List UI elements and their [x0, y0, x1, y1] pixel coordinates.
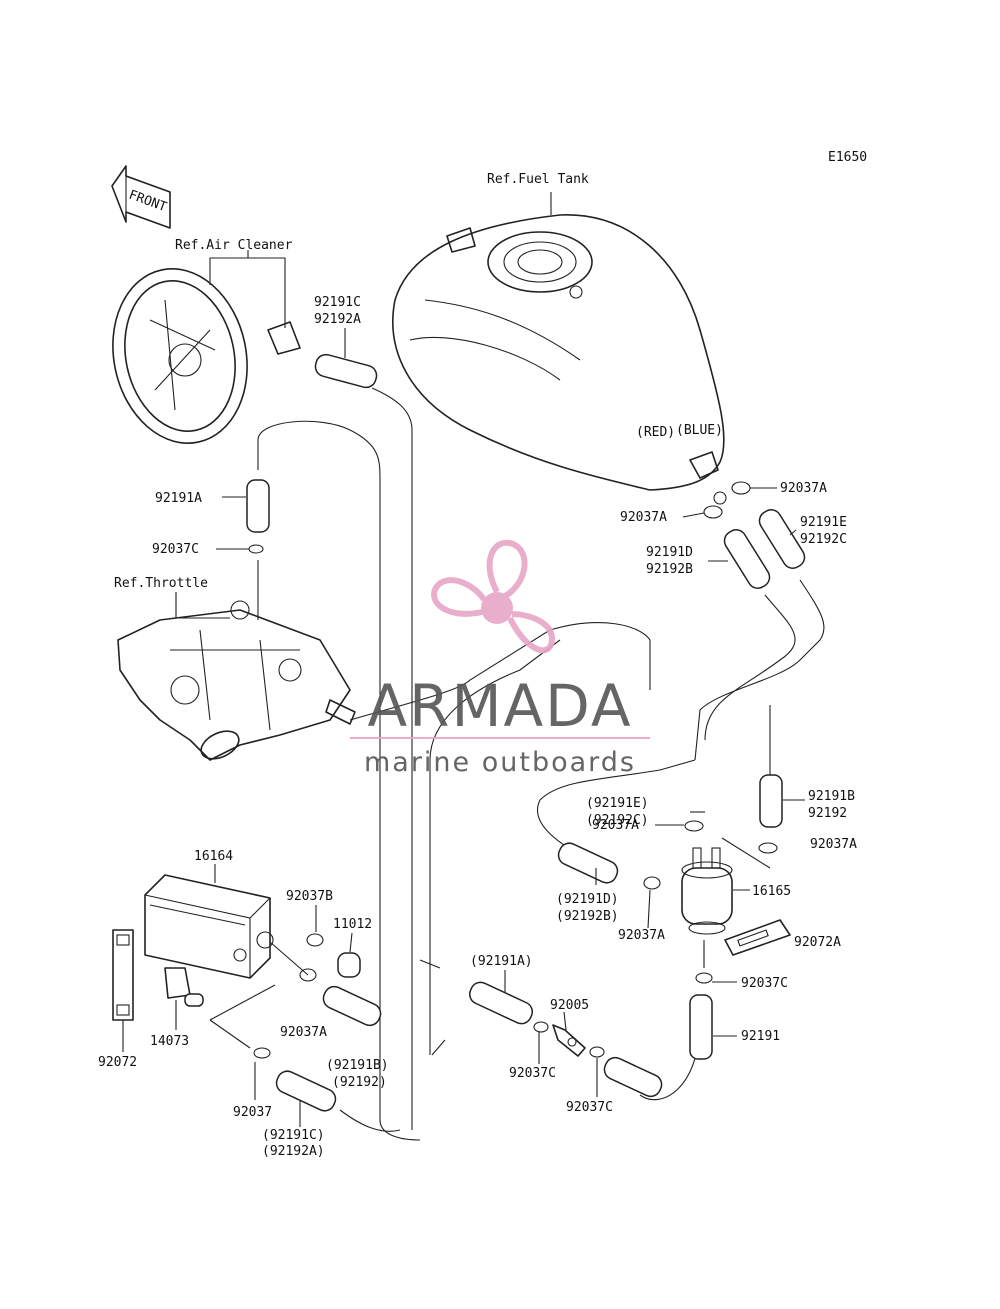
label-92037C-low: 92037C — [509, 1066, 556, 1081]
label-92037A-pump: 92037A — [618, 928, 665, 943]
label-92191B-paren: (92191B) — [326, 1058, 389, 1073]
label-92192C: 92192C — [800, 532, 847, 547]
label-14073: 14073 — [150, 1034, 189, 1049]
label-92191D: 92191D — [646, 545, 693, 560]
label-16164: 16164 — [194, 849, 233, 864]
label-92192C-paren: (92192C) — [586, 813, 649, 828]
air-cleaner — [112, 268, 301, 444]
ref-air-cleaner: Ref.Air Cleaner — [175, 238, 293, 253]
label-16165: 16165 — [752, 884, 791, 899]
label-92072: 92072 — [98, 1055, 137, 1070]
throttle-body — [117, 600, 356, 761]
label-92191E: 92191E — [800, 515, 847, 530]
front-label: FRONT — [127, 188, 169, 216]
label-92191A-paren: (92191A) — [470, 954, 533, 969]
label-92192: 92192 — [808, 806, 847, 821]
pump-bracket — [724, 919, 791, 956]
fuel-pump — [681, 847, 733, 935]
armada-watermark: ARMADA marine outboards — [350, 539, 650, 778]
label-92037: 92037 — [233, 1105, 272, 1120]
canister-valve — [164, 967, 204, 1007]
label-92037A-tank-right: 92037A — [780, 481, 827, 496]
tag-blue: (BLUE) — [676, 423, 723, 438]
front-arrow-icon: FRONT — [111, 165, 171, 229]
label-92192B: 92192B — [646, 562, 693, 577]
label-92191: 92191 — [741, 1029, 780, 1044]
label-92191E-paren: (92191E) — [586, 796, 649, 811]
diagram-code: E1650 — [828, 150, 867, 165]
fuel-tank — [392, 192, 727, 505]
tag-red: (RED) — [636, 425, 675, 440]
ref-fuel-tank: Ref.Fuel Tank — [487, 172, 589, 187]
label-92192A-paren: (92192A) — [262, 1144, 325, 1159]
label-92191D-paren: (92191D) — [556, 892, 619, 907]
check-valve — [552, 1024, 586, 1057]
label-92072A: 92072A — [794, 935, 841, 950]
label-92037A-mid: 92037A — [592, 818, 639, 833]
label-92192-paren: (92192) — [332, 1075, 387, 1090]
label-92037B: 92037B — [286, 889, 333, 904]
watermark-tagline: marine outboards — [364, 747, 636, 778]
label-92191B: 92191B — [808, 789, 855, 804]
label-11012: 11012 — [333, 917, 372, 932]
label-92191C-top: 92191C — [314, 295, 361, 310]
label-92191A: 92191A — [155, 491, 202, 506]
label-92037C-pump: 92037C — [741, 976, 788, 991]
label-92037A-right: 92037A — [810, 837, 857, 852]
label-92037A-canister: 92037A — [280, 1025, 327, 1040]
canister-bracket — [112, 929, 134, 1021]
label-92037C-left: 92037C — [152, 542, 199, 557]
watermark-brand: ARMADA — [367, 672, 632, 740]
label-92192A-top: 92192A — [314, 312, 361, 327]
propeller-logo-icon — [431, 539, 555, 654]
label-92005: 92005 — [550, 998, 589, 1013]
label-92192B-paren: (92192B) — [556, 909, 619, 924]
ref-throttle: Ref.Throttle — [114, 576, 208, 591]
canister — [144, 874, 274, 979]
label-92191C-paren: (92191C) — [262, 1128, 325, 1143]
label-92037A-tank-left: 92037A — [620, 510, 667, 525]
label-92037C-bottom: 92037C — [566, 1100, 613, 1115]
